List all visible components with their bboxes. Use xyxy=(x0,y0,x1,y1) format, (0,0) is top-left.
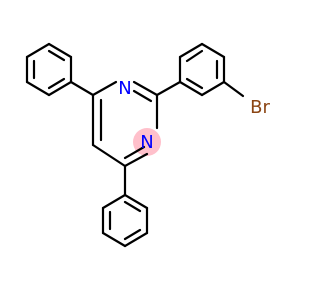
atom-n2-label: N xyxy=(140,132,153,153)
phenyl3-bond-5 xyxy=(200,80,226,97)
phenyl2-bond-6 xyxy=(123,193,149,210)
bond-n3-c6 xyxy=(123,152,149,168)
phenyl-ring-top-left xyxy=(25,42,95,97)
phenyl1-double-3 xyxy=(47,77,66,90)
phenyl1-bond-3 xyxy=(25,42,51,59)
bond-c4-n1 xyxy=(91,80,118,97)
bond-c4-phenyl xyxy=(69,80,95,97)
bromophenyl-ring xyxy=(155,42,245,98)
bond-n1-c2 xyxy=(132,80,159,97)
bond-n3-c6-double xyxy=(123,145,146,160)
phenyl3-double-3 xyxy=(185,77,204,90)
phenyl3-double-1 xyxy=(185,49,204,63)
phenyl1-bond-6 xyxy=(47,80,73,97)
bond-c-br xyxy=(222,80,245,98)
phenyl2-bond-3 xyxy=(101,231,127,248)
phenyl3-bond-2 xyxy=(178,42,204,59)
pyrimidine-ring xyxy=(91,80,159,168)
atom-br-label: Br xyxy=(250,97,270,118)
phenyl2-double-2 xyxy=(123,228,142,241)
phenyl1-bond-5 xyxy=(25,80,51,97)
phenyl2-bond-4 xyxy=(123,231,149,248)
phenyl1-double-1 xyxy=(47,49,66,62)
phenyl3-bond-6 xyxy=(178,80,204,97)
chemical-structure: N N Br xyxy=(25,42,270,248)
bond-n1-c2-double xyxy=(132,89,153,103)
bond-c6-c5 xyxy=(91,143,127,168)
atom-n1-label: N xyxy=(118,78,131,99)
phenyl3-bond-3 xyxy=(200,42,226,59)
phenyl2-bond-1 xyxy=(101,193,127,210)
bond-c2-bromophenyl xyxy=(155,80,182,97)
phenyl2-double-3 xyxy=(123,200,142,213)
phenyl-ring-bottom xyxy=(101,164,149,248)
phenyl1-bond-2 xyxy=(47,42,73,59)
